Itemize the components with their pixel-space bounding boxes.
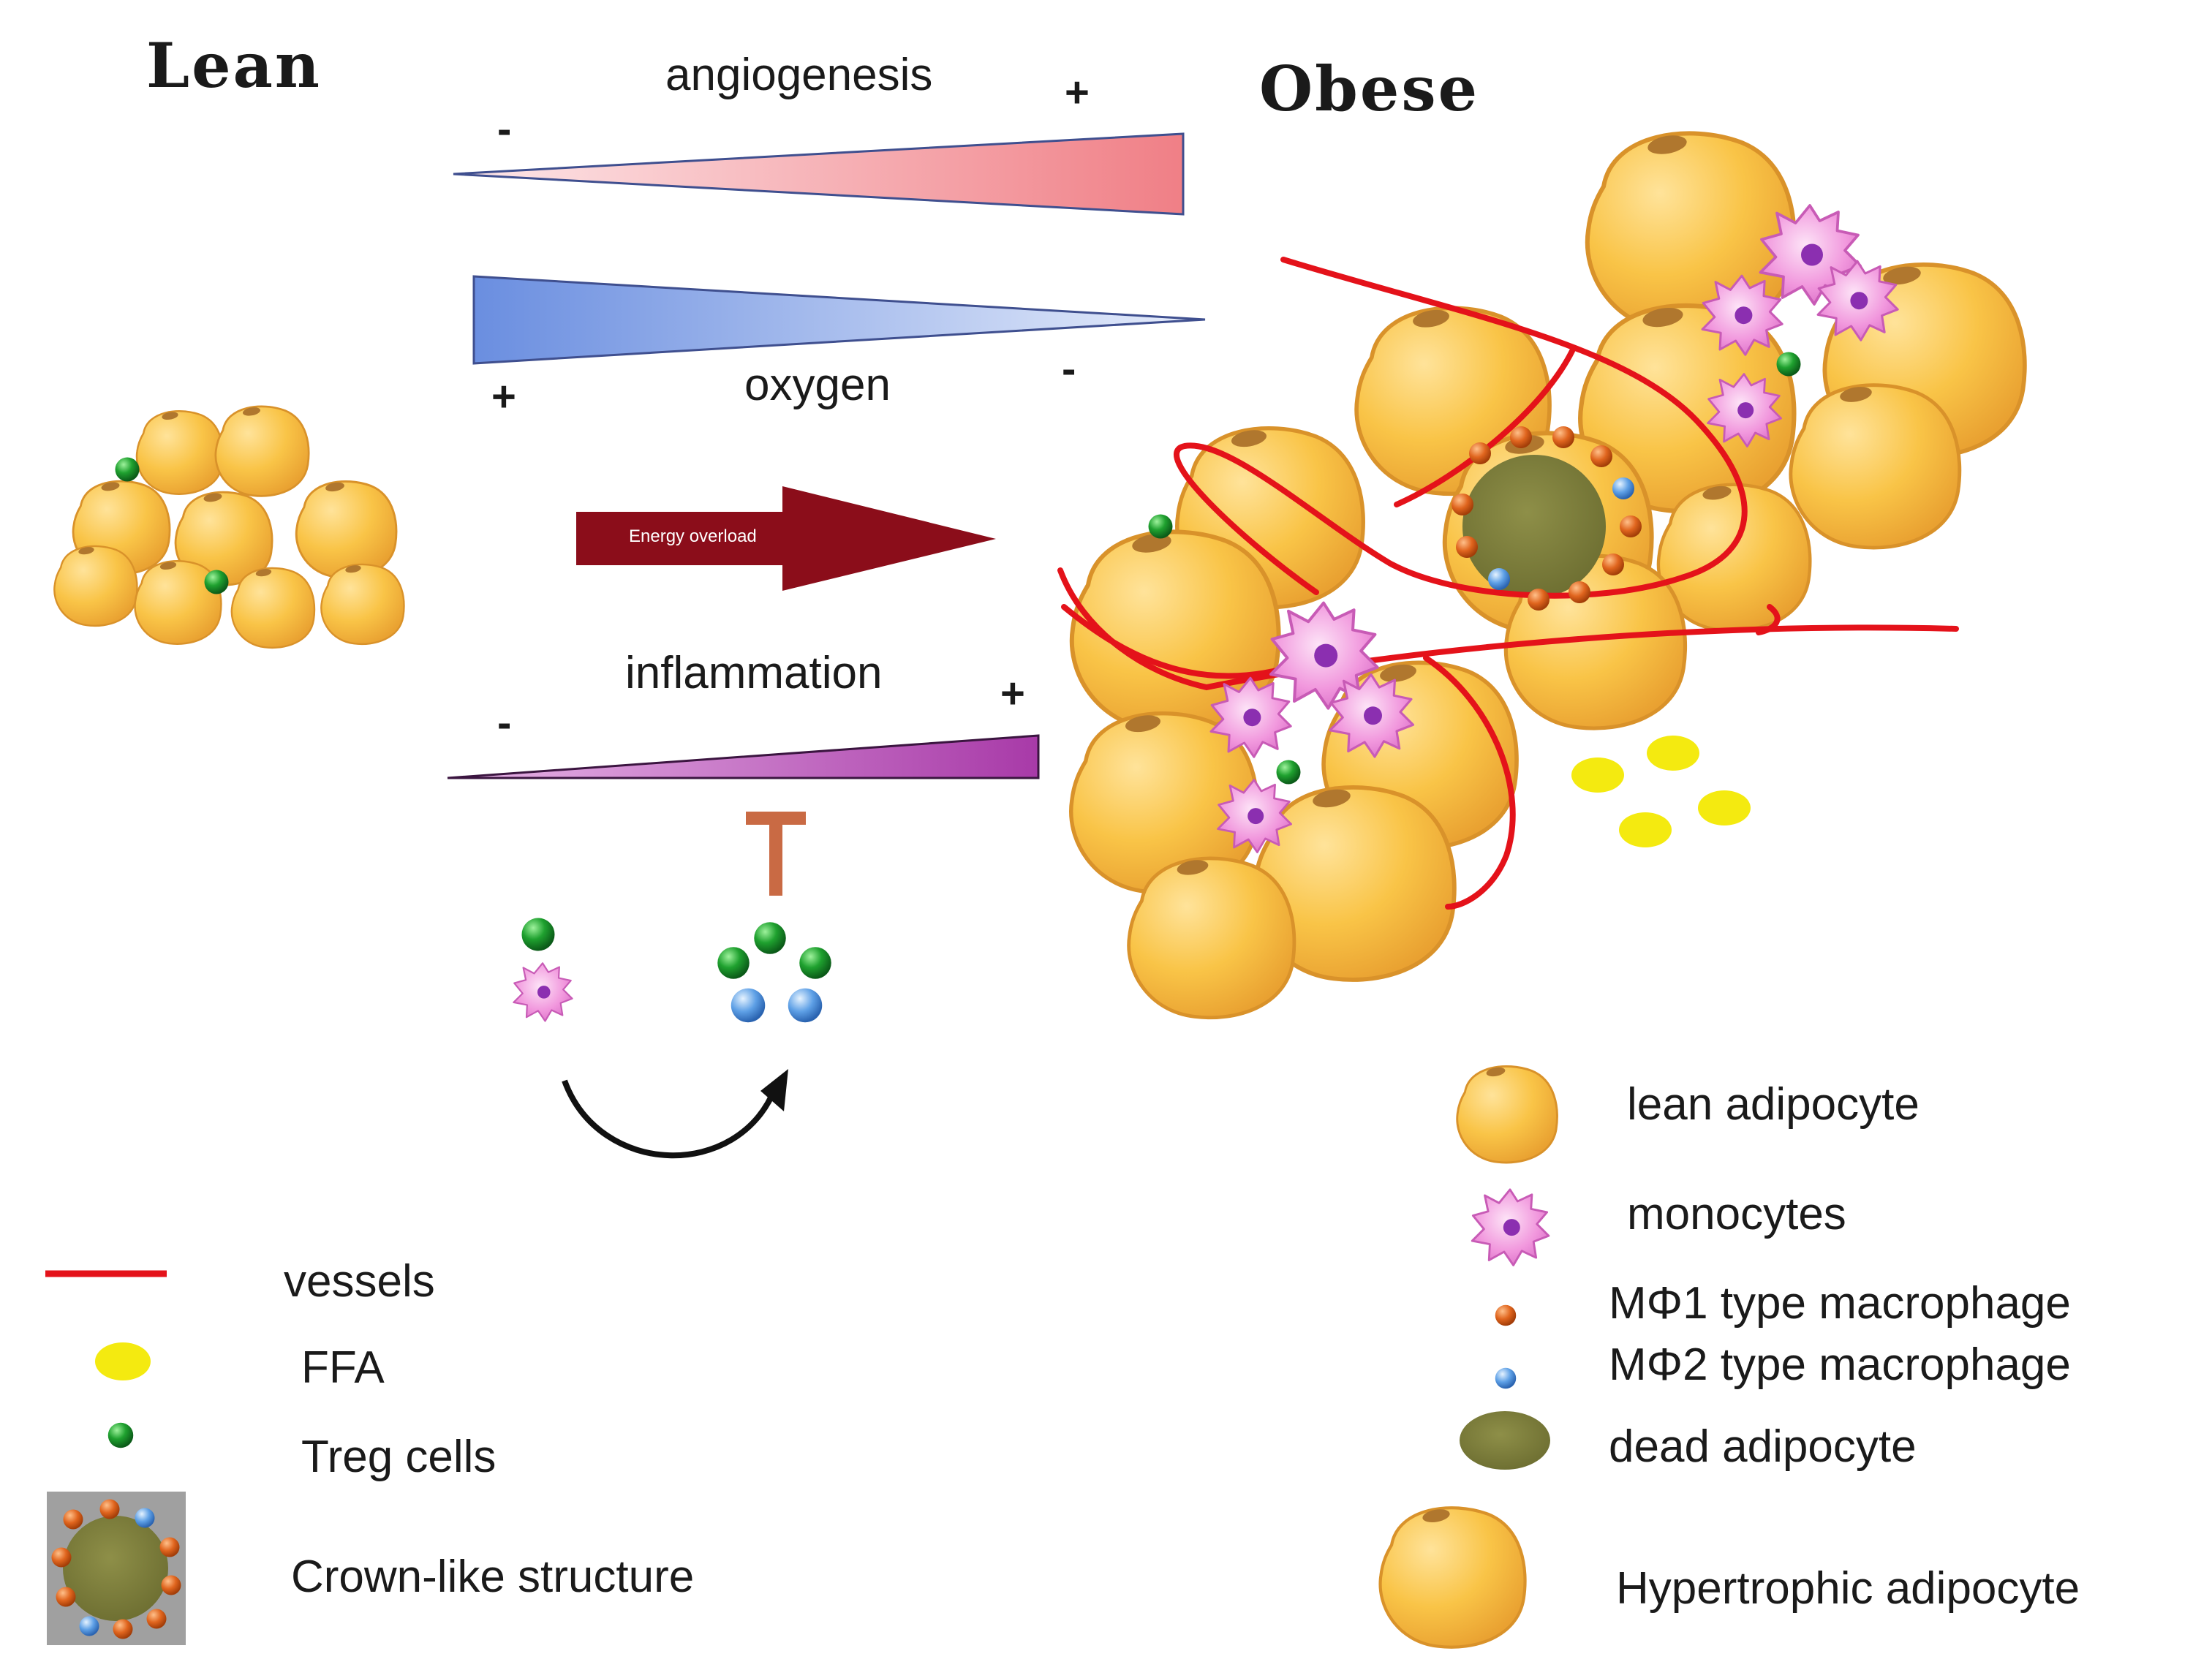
treg-cell-icon (521, 918, 555, 951)
legend-vessels-label: vessels (284, 1256, 435, 1307)
m2-macrophage-icon (788, 988, 823, 1023)
angiogenesis-high-sign: + (1065, 69, 1090, 116)
treg-cell-icon (107, 1422, 134, 1448)
m2-macrophage-icon (1495, 1367, 1517, 1389)
angiogenesis-low-sign: - (497, 105, 512, 153)
angiogenesis-gradient (453, 132, 1185, 216)
legend-dead-adipocyte-label: dead adipocyte (1609, 1421, 1917, 1472)
treg-cell-icon (717, 947, 750, 979)
conversion-arrow (562, 1069, 788, 1159)
m2-macrophage-icon (731, 988, 766, 1023)
monocyte-icon (513, 961, 573, 1022)
inflammation-low-sign: - (497, 699, 512, 747)
ffa-dot-icon (95, 1342, 151, 1380)
inflammation-high-sign: + (1000, 670, 1025, 717)
oxygen-high-sign: + (491, 373, 516, 420)
obese-adipocyte-cluster (1071, 132, 2025, 1017)
legend-monocytes-label: monocytes (1627, 1189, 1846, 1239)
obese-title: Obese (1259, 53, 1480, 125)
oxygen-gradient (472, 275, 1206, 365)
hypertrophic-adipocyte-icon (1381, 1508, 1525, 1647)
ffa-droplets (1571, 736, 1751, 847)
lean-title: Lean (146, 29, 322, 102)
energy-overload-label: Energy overload (629, 526, 757, 546)
legend-m2-label: MΦ2 type macrophage (1609, 1340, 2071, 1390)
crown-like-structure (1462, 455, 1606, 598)
oxygen-label: oxygen (744, 360, 891, 410)
crown-like-structure-icon (47, 1492, 186, 1645)
energy-overload-arrow (576, 486, 996, 591)
angiogenesis-label: angiogenesis (665, 50, 933, 100)
legend-hypertrophic-label: Hypertrophic adipocyte (1616, 1563, 2080, 1614)
inflammation-label: inflammation (625, 648, 883, 698)
legend-treg-label: Treg cells (301, 1432, 497, 1482)
treg-cell-icon (754, 922, 786, 954)
legend-lean-adipocyte-label: lean adipocyte (1627, 1079, 1920, 1130)
dead-adipocyte-icon (1460, 1411, 1550, 1470)
lean-adipocyte-icon (1456, 1065, 1558, 1164)
legend-crown-label: Crown-like structure (291, 1552, 695, 1602)
inflammation-gradient (447, 734, 1040, 779)
treg-cell-icon (799, 947, 831, 979)
monocyte-icon (1471, 1188, 1550, 1267)
oxygen-low-sign: - (1062, 345, 1076, 393)
m1-macrophage-icon (1495, 1304, 1517, 1326)
lean-adipocyte-cluster (53, 405, 405, 649)
legend-m1-label: MΦ1 type macrophage (1609, 1278, 2071, 1329)
inhibition-symbol (746, 812, 806, 896)
legend-ffa-label: FFA (301, 1342, 385, 1393)
